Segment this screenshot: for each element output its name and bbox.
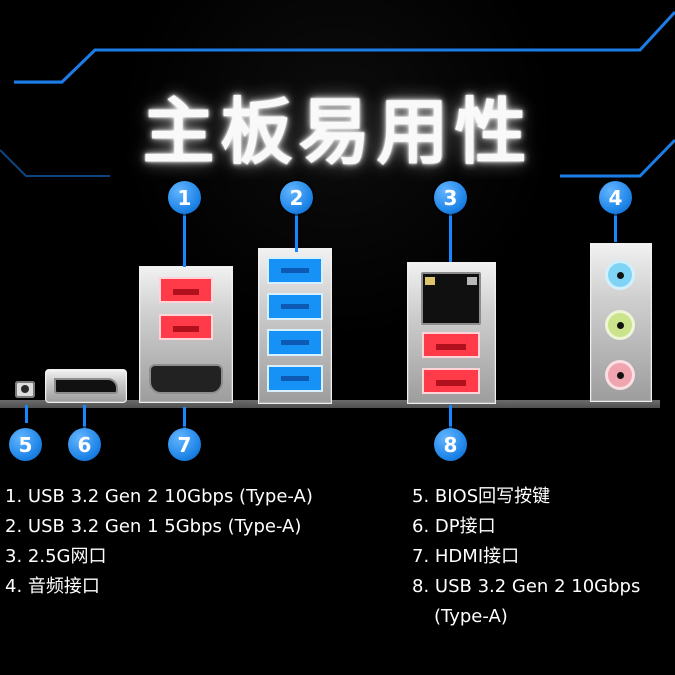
spec-item-3: 3. 2.5G网口 [5, 546, 107, 567]
connector-7 [183, 407, 186, 436]
spec-item-2: 2. USB 3.2 Gen 1 5Gbps (Type-A) [5, 516, 302, 537]
usb-stack-5gbps [258, 248, 332, 404]
marker-2: 2 [280, 181, 313, 214]
connector-6 [83, 405, 86, 428]
spec-item-7: 7. HDMI接口 [412, 546, 520, 567]
displayport-icon [54, 378, 118, 394]
audio-jack-icon [605, 360, 635, 390]
displayport-housing [45, 369, 127, 403]
spec-item-6: 6. DP接口 [412, 516, 496, 537]
lan-usb-stack [407, 262, 496, 404]
right-spec-list: 5. BIOS回写按键 6. DP接口 7. HDMI接口 8. USB 3.2… [412, 482, 640, 632]
connector-3 [449, 214, 452, 262]
marker-1: 1 [168, 181, 201, 214]
usb-stack-10gbps [139, 266, 233, 403]
connector-4 [614, 214, 617, 242]
frame-line-top [14, 10, 675, 84]
marker-7: 7 [168, 428, 201, 461]
bios-button-core-icon [21, 385, 29, 393]
spec-item-1: 1. USB 3.2 Gen 2 10Gbps (Type-A) [5, 486, 313, 507]
usb-type-a-port-icon [267, 293, 323, 320]
page-title: 主板易用性 [142, 90, 533, 174]
frame-line-top-left-echo [14, 50, 96, 84]
marker-6: 6 [68, 428, 101, 461]
spec-item-8: 8. USB 3.2 Gen 2 10Gbps [412, 576, 641, 597]
frame-line-left [0, 149, 110, 177]
usb-type-a-port-icon [422, 368, 480, 394]
connector-2 [295, 214, 298, 252]
marker-3: 3 [434, 181, 467, 214]
bios-button-icon [15, 381, 35, 398]
spec-item-4: 4. 音频接口 [5, 576, 100, 597]
usb-type-a-port-icon [422, 332, 480, 358]
usb-type-a-port-icon [159, 314, 213, 340]
connector-8 [449, 405, 452, 432]
usb-type-a-port-icon [267, 257, 323, 284]
marker-8: 8 [434, 428, 467, 461]
lan-led-right-icon [467, 277, 477, 285]
spec-item-5: 5. BIOS回写按键 [412, 486, 551, 507]
audio-stack [590, 243, 652, 402]
audio-jack-icon [605, 260, 635, 290]
left-spec-list: 1. USB 3.2 Gen 2 10Gbps (Type-A) 2. USB … [5, 482, 313, 602]
hdmi-port-icon [149, 364, 223, 394]
marker-4: 4 [599, 181, 632, 214]
spec-item-8-continued: (Type-A) [434, 606, 508, 627]
frame-line-right [560, 138, 675, 178]
audio-jack-icon [605, 310, 635, 340]
usb-type-a-port-icon [267, 329, 323, 356]
marker-5: 5 [9, 428, 42, 461]
io-shield-baseline [0, 400, 660, 408]
usb-type-a-port-icon [159, 277, 213, 303]
lan-led-left-icon [425, 277, 435, 285]
usb-type-a-port-icon [267, 365, 323, 392]
connector-5 [25, 405, 28, 423]
connector-1 [183, 214, 186, 267]
